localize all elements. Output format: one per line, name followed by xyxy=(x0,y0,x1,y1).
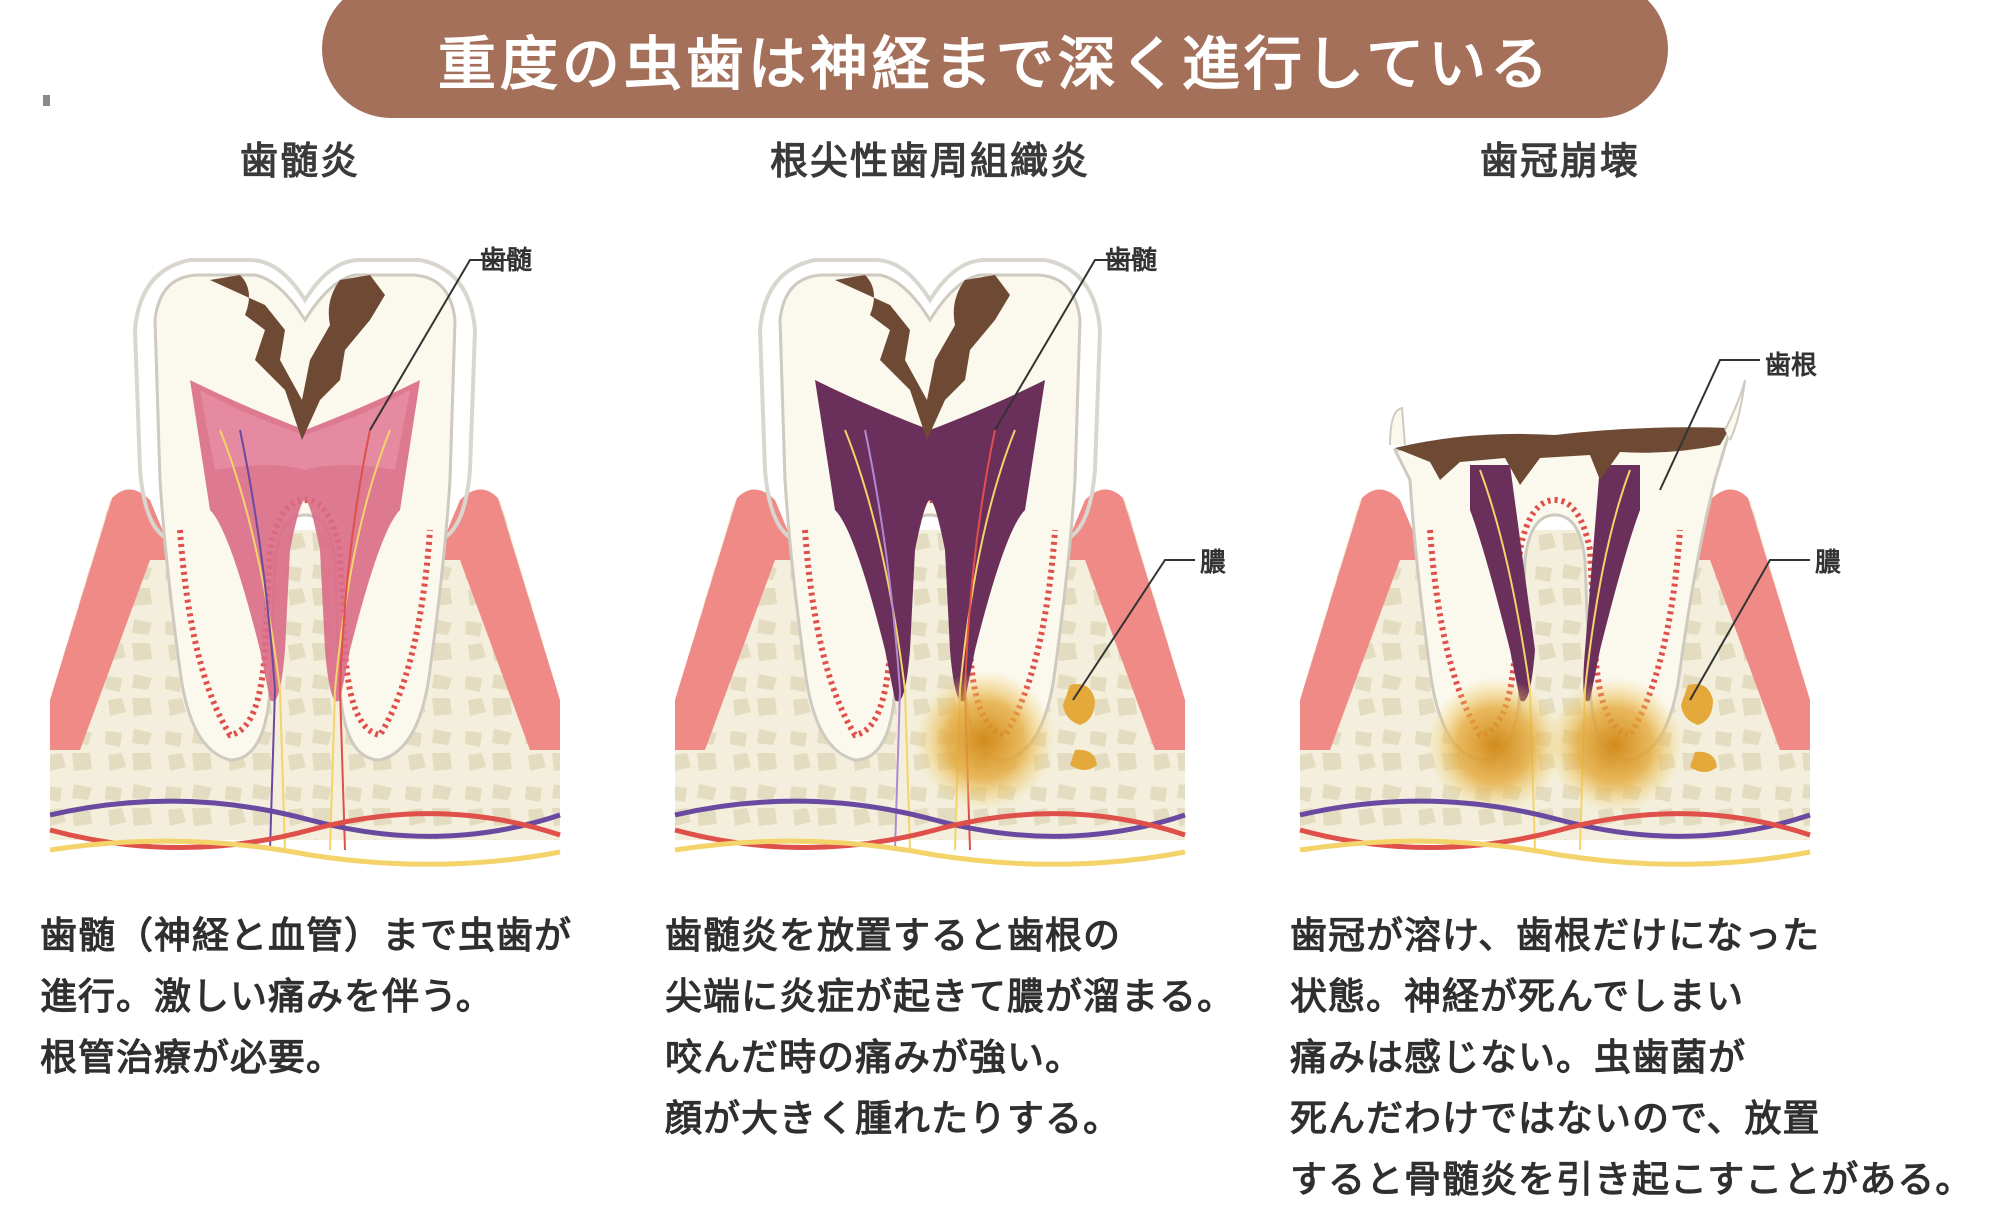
description-line: 顔が大きく腫れたりする。 xyxy=(665,1097,1121,1140)
description-line: 歯髄炎を放置すると歯根の xyxy=(665,914,1121,957)
description-line: 痛みは感じない。虫歯菌が xyxy=(1290,1036,1746,1079)
page-title: 重度の虫歯は神経まで深く進行している xyxy=(437,30,1553,98)
description-line: 咬んだ時の痛みが強い。 xyxy=(665,1036,1083,1079)
description-periapical: 歯髄炎を放置すると歯根の 尖端に炎症が起きて膿が溜まる。 咬んだ時の痛みが強い。… xyxy=(665,905,1235,1149)
description-line: 尖端に炎症が起きて膿が溜まる。 xyxy=(665,975,1235,1018)
panel-title-crown-collapse: 歯冠崩壊 xyxy=(1479,139,1640,183)
label-pulp-1: 歯髄 xyxy=(480,246,533,276)
panel-title-pulpitis: 歯髄炎 xyxy=(239,139,360,183)
label-root-3: 歯根 xyxy=(1765,351,1818,381)
panel-title-periapical: 根尖性歯周組織炎 xyxy=(769,139,1090,183)
description-line: 状態。神経が死んでしまい xyxy=(1290,975,1745,1018)
description-crown-collapse: 歯冠が溶け、歯根だけになった 状態。神経が死んでしまい 痛みは感じない。虫歯菌が… xyxy=(1290,905,1973,1210)
crown-collapse-tooth-illustration xyxy=(1299,359,1811,867)
description-line: 根管治療が必要。 xyxy=(40,1036,344,1079)
corner-marker xyxy=(43,95,50,106)
description-line: 進行。激しい痛みを伴う。 xyxy=(40,975,494,1018)
description-pulpitis: 歯髄（神経と血管）まで虫歯が 進行。激しい痛みを伴う。 根管治療が必要。 xyxy=(40,905,572,1088)
header-banner xyxy=(322,0,1668,118)
description-line: 歯髄（神経と血管）まで虫歯が xyxy=(40,914,572,957)
description-line: 歯冠が溶け、歯根だけになった xyxy=(1290,914,1821,957)
pulpitis-tooth-illustration xyxy=(49,258,561,867)
periapical-tooth-illustration xyxy=(674,258,1195,867)
description-line: 死んだわけではないので、放置 xyxy=(1290,1097,1821,1140)
description-line: すると骨髄炎を引き起こすことがある。 xyxy=(1290,1158,1974,1201)
label-pulp-2: 歯髄 xyxy=(1105,246,1158,276)
label-pus-3: 膿 xyxy=(1815,548,1842,578)
label-pus-2: 膿 xyxy=(1200,548,1227,578)
